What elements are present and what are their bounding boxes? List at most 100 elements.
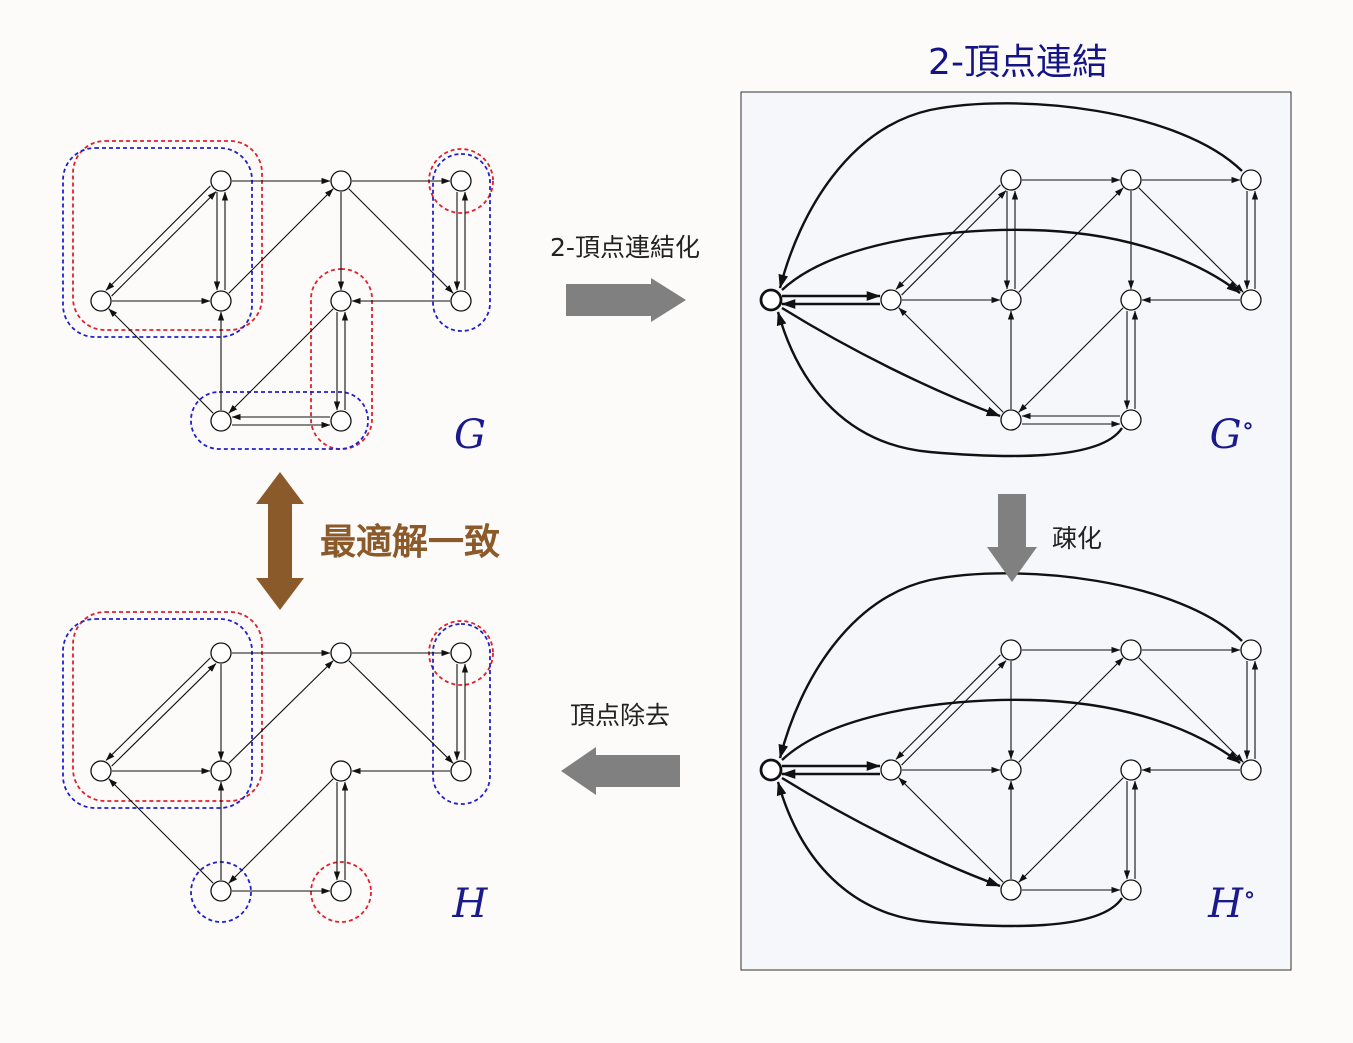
- sparsify-arrow: [987, 494, 1037, 582]
- h-node-n3: [450, 642, 472, 664]
- hcirc-curve-n3-r: [778, 572, 1243, 759]
- g-node-n3: [450, 170, 472, 192]
- g-edge-n4-n1: [111, 191, 217, 297]
- hcirc-edges: [776, 572, 1259, 928]
- gcirc-edges: [776, 102, 1259, 458]
- g-node-n8: [210, 410, 232, 432]
- g-red-cluster-1: [72, 140, 263, 331]
- h-node-n5: [210, 760, 232, 782]
- hcirc-curve-n9-r: [776, 781, 1124, 928]
- h-edges: [105, 649, 469, 895]
- gcirc-edge-n8-n4: [898, 307, 1004, 413]
- gcirc-node-n1: [1000, 169, 1022, 191]
- optimal-match-label: 最適解一致: [320, 522, 500, 563]
- circ-mark: ∘: [1242, 411, 1255, 441]
- g-edge-n6-n8: [228, 308, 334, 414]
- g-edge-n5-n2: [228, 188, 334, 294]
- gcirc-node-n5: [1000, 289, 1022, 311]
- gcirc-edge-n6-n8: [1018, 307, 1124, 413]
- hcirc-node-n7: [1240, 759, 1262, 781]
- g-node-n5: [210, 290, 232, 312]
- gcirc-node-r: [759, 288, 783, 312]
- h-node-n6: [330, 760, 352, 782]
- g-node-n1: [210, 170, 232, 192]
- hcirc-edge-n6-n8: [1018, 777, 1124, 883]
- label-Gcirc: G∘: [1210, 411, 1255, 458]
- g-edge-n2-n7: [348, 188, 454, 294]
- hcirc-node-n4: [880, 759, 902, 781]
- gcirc-node-n4: [880, 289, 902, 311]
- h-clusters: [62, 611, 494, 923]
- remove-label: 頂点除去: [570, 701, 670, 730]
- panel-title: 2-頂点連結: [928, 42, 1108, 83]
- gcirc-curve-n9-r: [776, 311, 1124, 458]
- hcirc-node-r: [759, 758, 783, 782]
- gcirc-curve-r-n8: [781, 306, 1001, 418]
- h-node-n8: [210, 880, 232, 902]
- hcirc-edge-n1-n4: [895, 654, 1001, 760]
- h-edge-n2-n7: [348, 660, 454, 764]
- h-red-cluster-3: [310, 861, 372, 923]
- h-node-n1: [210, 642, 232, 664]
- gcirc-edge-n5-n2: [1018, 187, 1124, 293]
- hcirc-node-n8: [1000, 879, 1022, 901]
- h-node-n4: [90, 760, 112, 782]
- h-edge-n6-n8: [228, 778, 334, 884]
- gcirc-edge-n2-n7: [1138, 187, 1244, 293]
- gcirc-node-n6: [1120, 289, 1142, 311]
- hcirc-node-n9: [1120, 879, 1142, 901]
- h-edge-n8-n4: [108, 778, 214, 884]
- h-blue-cluster-1: [62, 618, 253, 809]
- gcirc-edge-n1-n4: [895, 184, 1001, 290]
- h-edge-n4-n1: [111, 663, 217, 767]
- g-edge-n1-n4: [105, 185, 211, 291]
- hcirc-nodes: [759, 639, 1262, 901]
- g-node-n6: [330, 290, 352, 312]
- gcirc-curve-r-n7: [781, 228, 1241, 294]
- gcirc-node-n2: [1120, 169, 1142, 191]
- hcirc-edge-n2-n7: [1138, 657, 1244, 763]
- sparsify-label: 疎化: [1052, 524, 1102, 553]
- hcirc-curve-r-n7: [781, 698, 1241, 764]
- hcirc-edge-n5-n2: [1018, 657, 1124, 763]
- hcirc-curve-r-n8: [781, 776, 1001, 888]
- h-nodes: [90, 642, 472, 902]
- h-edge-n1-n4: [105, 657, 211, 761]
- optimal-match-double-arrow: [256, 472, 304, 610]
- hcirc-node-n1: [1000, 639, 1022, 661]
- label-Hcirc: H∘: [1207, 880, 1256, 927]
- label-G: G: [454, 412, 486, 458]
- h-edge-n5-n2: [228, 660, 334, 764]
- connect-label: 2-頂点連結化: [550, 233, 700, 262]
- h-node-n7: [450, 760, 472, 782]
- hcirc-edge-n4-n1: [901, 660, 1007, 766]
- hcirc-node-n5: [1000, 759, 1022, 781]
- g-blue-cluster-1: [62, 147, 253, 338]
- gcirc-node-n8: [1000, 409, 1022, 431]
- hcirc-node-n2: [1120, 639, 1142, 661]
- hcirc-edge-n8-n4: [898, 777, 1004, 883]
- g-node-n9: [330, 410, 352, 432]
- g-edges: [105, 177, 469, 429]
- g-node-n2: [330, 170, 352, 192]
- h-node-n2: [330, 642, 352, 664]
- label-H: H: [452, 881, 489, 927]
- hcirc-node-n3: [1240, 639, 1262, 661]
- gcirc-node-n9: [1120, 409, 1142, 431]
- g-clusters: [62, 140, 494, 450]
- remove-arrow: [561, 747, 680, 795]
- gcirc-node-n7: [1240, 289, 1262, 311]
- hcirc-node-n6: [1120, 759, 1142, 781]
- gcirc-curve-n3-r: [778, 102, 1243, 289]
- g-node-n4: [90, 290, 112, 312]
- gcirc-nodes: [759, 169, 1262, 431]
- connect-arrow: [566, 278, 686, 322]
- circ-mark: ∘: [1243, 880, 1256, 910]
- g-nodes: [90, 170, 472, 432]
- gcirc-edge-n4-n1: [901, 190, 1007, 296]
- h-red-cluster-1: [72, 611, 263, 802]
- gcirc-node-n3: [1240, 169, 1262, 191]
- h-node-n9: [330, 880, 352, 902]
- h-blue-cluster-2: [432, 623, 491, 805]
